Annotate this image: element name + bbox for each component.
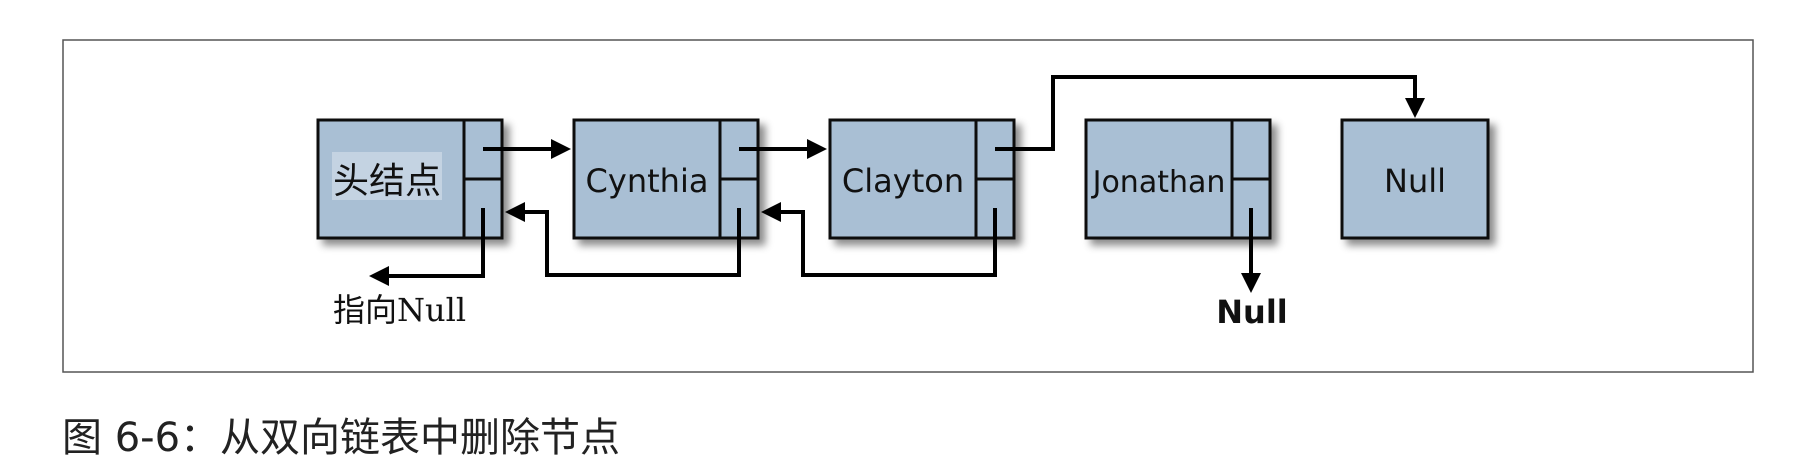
node-null: [1340, 118, 1490, 240]
node-clayton-label: Clayton: [842, 162, 964, 200]
arrow-clayton-to-null: [995, 75, 1425, 151]
node-jonathan-label: Jonathan: [1091, 165, 1226, 200]
node-clayton: [828, 118, 1016, 240]
node-cynthia-label: Cynthia: [586, 162, 709, 200]
head-prev-null-label: 指向Null: [333, 291, 466, 329]
figure-caption: 图 6-6：从双向链表中删除节点: [62, 415, 621, 461]
jonathan-prev-null-label: Null: [1216, 293, 1288, 331]
arrow-cynthia-prev-to-head: [505, 202, 741, 277]
node-head-label: 头结点: [333, 161, 441, 202]
node-null-label: Null: [1384, 162, 1446, 200]
arrow-clayton-prev-to-cynthia: [761, 202, 997, 277]
head-label-highlight: [332, 152, 442, 200]
node-jonathan: [1084, 118, 1272, 240]
arrow-head-prev-to-null: [369, 208, 485, 286]
node-cynthia: [572, 118, 760, 240]
